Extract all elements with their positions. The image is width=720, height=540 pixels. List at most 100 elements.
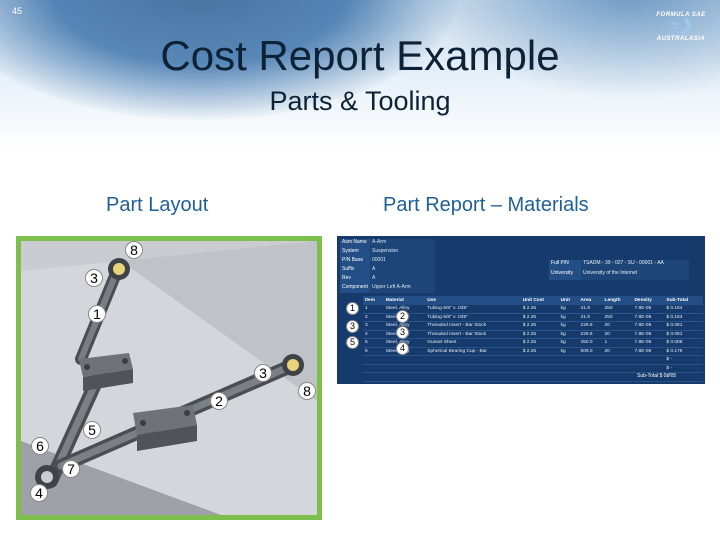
table-cell: Spherical Bearing Cup - Bar <box>425 347 521 356</box>
slide-number: 45 <box>12 6 23 16</box>
callout-marker: 5 <box>346 336 359 349</box>
table-cell: 450.0 <box>578 338 603 348</box>
table-cell: 20 <box>602 330 633 339</box>
column-header: Area <box>578 296 603 305</box>
callout-marker: 8 <box>125 241 143 259</box>
table-cell: 7.8E-06 <box>632 338 665 348</box>
callout-marker: 1 <box>88 305 106 323</box>
table-cell: 229.6 <box>578 321 603 331</box>
column-header: Sub-Total <box>664 296 703 305</box>
callout-marker: 2 <box>210 392 228 410</box>
sub-total: Sub-Total $ 0.705 <box>637 373 677 379</box>
callout-marker: 2 <box>396 310 409 323</box>
table-cell: Threaded Insert - Bar Stock <box>425 330 521 339</box>
table-cell: 1 <box>363 305 384 314</box>
table-cell: $ - <box>664 364 703 373</box>
table-cell <box>578 364 603 373</box>
column-header: Material <box>383 296 426 305</box>
logo-line2: AUSTRALASIA <box>656 36 706 42</box>
table-cell: 41.9 <box>578 313 603 322</box>
table-cell: kg <box>558 338 579 348</box>
table-cell <box>363 364 384 373</box>
part-layout-image: 8 3 1 3 2 8 5 6 7 4 <box>16 236 322 520</box>
table-cell <box>425 372 521 382</box>
table-header-row: Item Material Use Unit Cost Unit Area Le… <box>363 296 703 305</box>
table-cell: $ 2.25 <box>520 347 559 356</box>
table-cell: 3 <box>363 321 384 331</box>
table-cell: 5 <box>363 338 384 348</box>
table-cell <box>520 364 559 373</box>
table-cell: 509.0 <box>578 347 603 356</box>
callout-marker: 3 <box>346 320 359 333</box>
column-header: Unit Cost <box>520 296 559 305</box>
table-cell: 41.9 <box>578 305 603 314</box>
table-cell <box>602 364 633 373</box>
logo-line1: FORMULA SAE <box>656 12 706 18</box>
column-header: Length <box>602 296 633 305</box>
callout-marker: 5 <box>83 421 101 439</box>
table-row: $ - <box>363 372 703 382</box>
fsae-logo: FORMULA SAE ≈❯ AUSTRALASIA <box>652 12 710 58</box>
table-cell: Tubing-5/8" x .035" <box>425 305 521 314</box>
callout-marker: 3 <box>396 326 409 339</box>
callout-marker: 6 <box>31 437 49 455</box>
table-cell: 229.6 <box>578 330 603 339</box>
table-cell: $ 0.008 <box>664 338 703 348</box>
table-cell <box>383 364 426 373</box>
table-cell: kg <box>558 313 579 322</box>
table-cell: $ - <box>664 355 703 365</box>
materials-table: Item Material Use Unit Cost Unit Area Le… <box>363 296 703 382</box>
table-cell <box>558 355 579 365</box>
table-cell <box>578 372 603 382</box>
table-cell: 20 <box>602 347 633 356</box>
table-cell <box>578 355 603 365</box>
table-cell: kg <box>558 347 579 356</box>
table-cell: 7.8E-06 <box>632 305 665 314</box>
callout-marker: 4 <box>30 484 48 502</box>
table-cell: 7.8E-06 <box>632 347 665 356</box>
logo-mark-icon: ≈❯ <box>669 18 693 35</box>
table-cell: $ 2.25 <box>520 321 559 331</box>
table-cell: $ 0.179 <box>664 347 703 356</box>
table-cell: 1 <box>602 338 633 348</box>
table-row: $ - <box>363 355 703 365</box>
table-cell <box>363 355 384 365</box>
table-cell <box>383 372 426 382</box>
table-cell: 6 <box>363 347 384 356</box>
callout-marker: 4 <box>396 342 409 355</box>
table-cell: kg <box>558 305 579 314</box>
table-cell <box>363 372 384 382</box>
table-cell: $ - <box>664 372 703 382</box>
table-cell: $ 0.184 <box>664 305 703 314</box>
table-cell: 250 <box>602 305 633 314</box>
callout-marker: 3 <box>85 269 103 287</box>
table-row: $ - <box>363 364 703 373</box>
table-cell <box>383 355 426 365</box>
table-cell <box>602 372 633 382</box>
table-cell: $ 0.184 <box>664 313 703 322</box>
part-layout-heading: Part Layout <box>106 194 209 216</box>
table-cell <box>632 355 665 365</box>
table-cell: kg <box>558 330 579 339</box>
table-cell <box>558 372 579 382</box>
column-header: Unit <box>558 296 579 305</box>
table-cell <box>632 372 665 382</box>
table-cell <box>520 355 559 365</box>
table-cell: $ 2.25 <box>520 305 559 314</box>
table-cell: 2 <box>363 313 384 322</box>
column-header: Item <box>363 296 384 305</box>
table-cell: $ 2.25 <box>520 313 559 322</box>
table-cell: Tubing-5/8" x .035" <box>425 313 521 322</box>
table-cell: 250 <box>602 313 633 322</box>
